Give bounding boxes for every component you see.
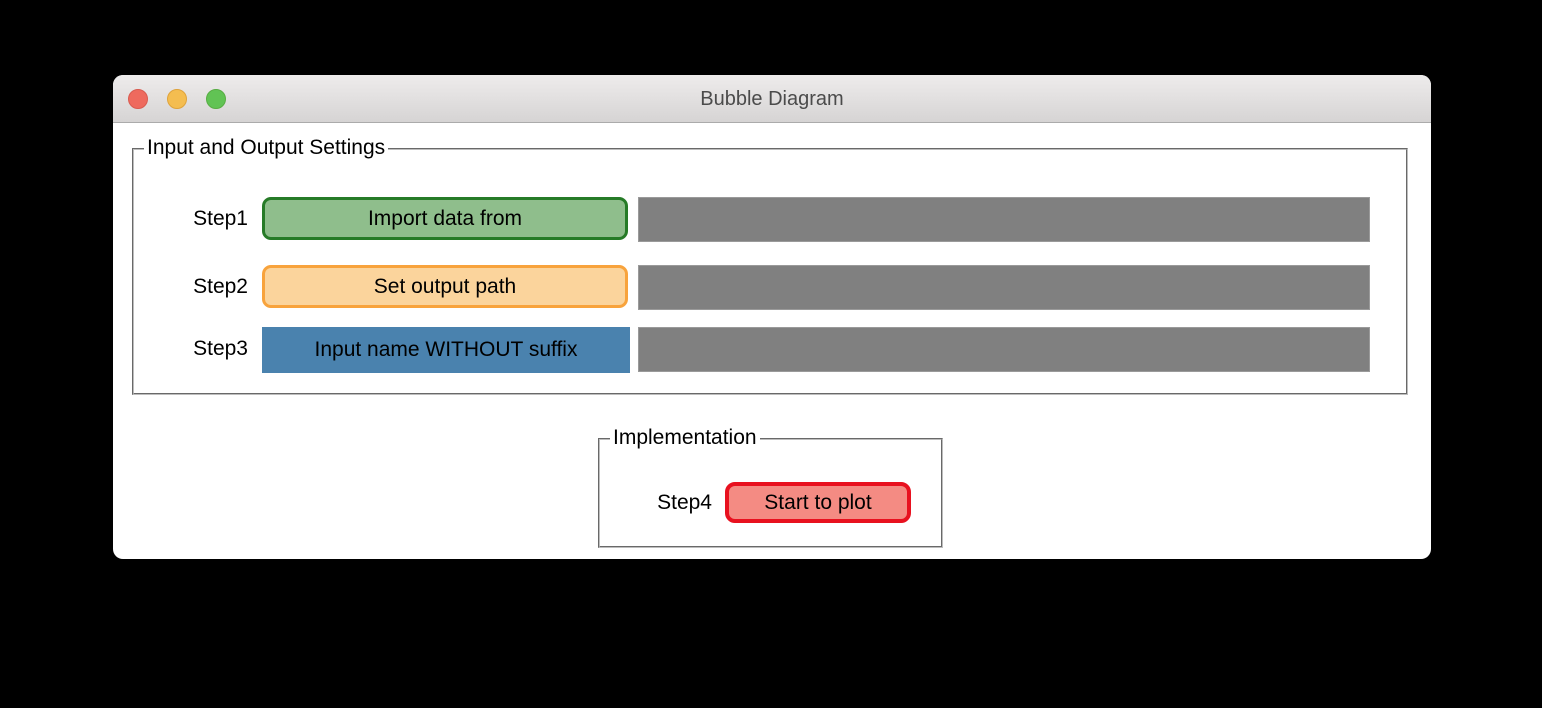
step3-label: Step3 <box>193 337 248 360</box>
import-data-button[interactable]: Import data from <box>262 197 628 240</box>
window-title: Bubble Diagram <box>700 88 844 110</box>
step2-label: Step2 <box>193 275 248 298</box>
import-data-entry[interactable] <box>638 197 1370 242</box>
file-name-entry[interactable] <box>638 327 1370 372</box>
set-output-path-button[interactable]: Set output path <box>262 265 628 308</box>
zoom-button[interactable] <box>206 89 226 109</box>
implementation-frame: Implementation Step4 Start to plot <box>598 426 943 548</box>
implementation-frame-title: Implementation <box>610 426 760 450</box>
minimize-button[interactable] <box>167 89 187 109</box>
step1-label: Step1 <box>193 207 248 230</box>
start-to-plot-button[interactable]: Start to plot <box>725 482 911 523</box>
io-settings-frame: Input and Output Settings Step1 Import d… <box>132 136 1408 395</box>
output-path-entry[interactable] <box>638 265 1370 310</box>
close-button[interactable] <box>128 89 148 109</box>
traffic-lights <box>128 89 226 109</box>
app-window: Bubble Diagram Input and Output Settings… <box>113 75 1431 559</box>
io-settings-frame-title: Input and Output Settings <box>144 136 389 160</box>
step4-label: Step4 <box>657 491 712 514</box>
titlebar[interactable]: Bubble Diagram <box>113 75 1431 123</box>
input-name-label: Input name WITHOUT suffix <box>262 327 630 373</box>
